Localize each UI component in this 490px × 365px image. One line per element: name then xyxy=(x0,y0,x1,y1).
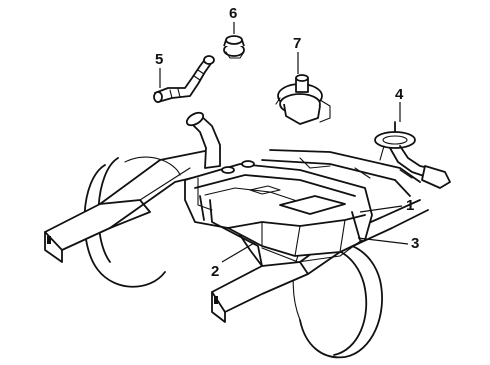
callout-3: 3 xyxy=(411,235,419,252)
tank-filler-neck xyxy=(185,111,221,169)
callout-6: 6 xyxy=(229,5,237,22)
tank-shield xyxy=(261,239,363,263)
callout-1: 1 xyxy=(406,197,414,214)
filler-hose-part xyxy=(153,55,215,103)
sending-unit-part xyxy=(374,121,451,189)
fuel-tank xyxy=(184,160,373,257)
callout-4: 4 xyxy=(395,86,404,103)
leader-lines xyxy=(159,22,409,263)
tank-strap xyxy=(199,195,361,267)
fuel-pump-part xyxy=(275,74,331,125)
frame-rail-left xyxy=(44,147,226,263)
fuel-cap-part xyxy=(223,35,245,59)
callout-7: 7 xyxy=(293,35,301,52)
callout-5: 5 xyxy=(155,51,163,68)
callout-2: 2 xyxy=(211,263,219,280)
crossmember xyxy=(261,149,421,197)
rear-right-tire xyxy=(292,241,383,359)
